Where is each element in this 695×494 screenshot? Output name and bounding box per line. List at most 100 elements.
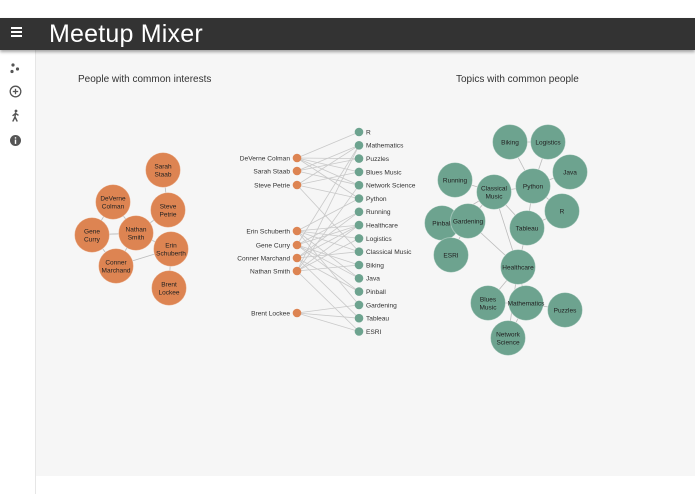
person-list-item[interactable]: Gene Curry <box>256 240 302 250</box>
topic-list-item[interactable]: Java <box>354 274 381 283</box>
person-dot[interactable] <box>292 253 302 263</box>
person-list-item[interactable]: Brent Lockee <box>251 308 302 318</box>
topic-list-item[interactable]: Puzzles <box>354 154 390 163</box>
person-label: DeVerne Colman <box>240 155 291 162</box>
topic-node-biking[interactable]: Biking <box>492 124 528 160</box>
topic-dot[interactable] <box>354 220 364 230</box>
bipartite-edge <box>296 270 360 332</box>
topic-list-item[interactable]: Network Science <box>354 180 416 190</box>
topic-dot[interactable] <box>354 300 364 310</box>
topic-node-mathematics[interactable]: Mathematics <box>508 285 546 321</box>
person-list-item[interactable]: Erin Schuberth <box>246 226 302 236</box>
bipartite-edge <box>296 304 360 314</box>
node-label: Curry <box>84 236 101 243</box>
topic-dot[interactable] <box>354 127 364 137</box>
add-circle-icon[interactable] <box>7 83 23 99</box>
topic-list-item[interactable]: Mathematics <box>354 141 404 150</box>
bipartite-edge <box>296 144 360 186</box>
topic-list-item[interactable]: Healthcare <box>354 220 399 230</box>
topic-dot[interactable] <box>354 327 364 336</box>
person-list-item[interactable]: Nathan Smith <box>250 266 302 276</box>
node-label: Pinball <box>432 220 452 227</box>
topic-label: Logistics <box>366 236 392 243</box>
bipartite-edge <box>296 184 360 199</box>
topic-dot[interactable] <box>354 274 364 283</box>
person-list-item[interactable]: DeVerne Colman <box>240 153 302 163</box>
person-label: Brent Lockee <box>251 310 290 317</box>
topic-dot[interactable] <box>354 141 364 150</box>
person-dot[interactable] <box>292 153 302 163</box>
bipartite-edge <box>296 224 360 272</box>
topic-dot[interactable] <box>354 167 364 177</box>
topic-dot[interactable] <box>354 180 364 190</box>
person-list-item[interactable]: Steve Petrie <box>254 180 302 190</box>
network-icon[interactable] <box>7 60 23 76</box>
topic-list-item[interactable]: Pinball <box>354 287 387 296</box>
person-dot[interactable] <box>292 240 302 250</box>
node-label: Java <box>563 169 577 176</box>
topic-list-item[interactable]: Running <box>354 207 391 217</box>
topic-list-item[interactable]: Classical Music <box>354 247 412 256</box>
person-dot[interactable] <box>292 166 302 176</box>
topic-dot[interactable] <box>354 234 364 243</box>
bipartite-edge <box>296 157 360 186</box>
topic-label: Running <box>366 209 391 216</box>
topic-node-python[interactable]: Python <box>515 168 551 204</box>
bipartite-edge <box>296 257 360 292</box>
topic-node-java[interactable]: Java <box>552 154 588 190</box>
person-walking-icon[interactable] <box>7 107 23 123</box>
topic-node-gardening[interactable]: Gardening <box>450 203 486 239</box>
node-label: Erin <box>165 242 177 249</box>
topic-node-running[interactable]: Running <box>437 162 473 198</box>
person-dot[interactable] <box>292 266 302 276</box>
topic-node-healthcare[interactable]: Healthcare <box>500 249 536 285</box>
topic-dot[interactable] <box>354 287 364 296</box>
topic-node-tableau[interactable]: Tableau <box>509 210 545 246</box>
topic-node-puzzles[interactable]: Puzzles <box>547 292 583 328</box>
topic-dot[interactable] <box>354 207 364 217</box>
topic-list-item[interactable]: Python <box>354 194 387 203</box>
topic-list-item[interactable]: Tableau <box>354 313 390 323</box>
person-label: Steve Petrie <box>254 182 290 189</box>
person-dot[interactable] <box>292 226 302 236</box>
topic-label: Network Science <box>366 183 416 190</box>
app-title: Meetup Mixer <box>49 20 203 48</box>
topic-list-item[interactable]: Logistics <box>354 234 393 243</box>
topic-dot[interactable] <box>354 260 364 270</box>
topic-dot[interactable] <box>354 313 364 323</box>
person-dot[interactable] <box>292 308 302 318</box>
menu-icon[interactable] <box>11 27 23 41</box>
topic-list-item[interactable]: Gardening <box>354 300 397 310</box>
node-label: Logistics <box>535 139 561 146</box>
topic-node-r[interactable]: R <box>544 193 580 229</box>
person-dot[interactable] <box>292 180 302 190</box>
topic-list-item[interactable]: ESRI <box>354 327 382 336</box>
topic-list-item[interactable]: R <box>354 127 371 137</box>
node-label: Staab <box>155 171 172 178</box>
topic-dot[interactable] <box>354 247 364 256</box>
topic-dot[interactable] <box>354 154 364 163</box>
topic-list-item[interactable]: Biking <box>354 260 385 270</box>
topic-dot[interactable] <box>354 194 364 203</box>
topic-label: Gardening <box>366 302 397 309</box>
info-icon[interactable] <box>7 132 23 148</box>
person-list-item[interactable]: Conner Marchand <box>237 253 302 263</box>
topic-list-item[interactable]: Blues Music <box>354 167 403 177</box>
person-list-item[interactable]: Sarah Staab <box>253 166 302 176</box>
topic-node-esri[interactable]: ESRI <box>433 237 469 273</box>
node-label: DeVerne <box>100 195 126 202</box>
node-label: Colman <box>102 203 125 210</box>
topic-node-logistics[interactable]: Logistics <box>530 124 566 160</box>
